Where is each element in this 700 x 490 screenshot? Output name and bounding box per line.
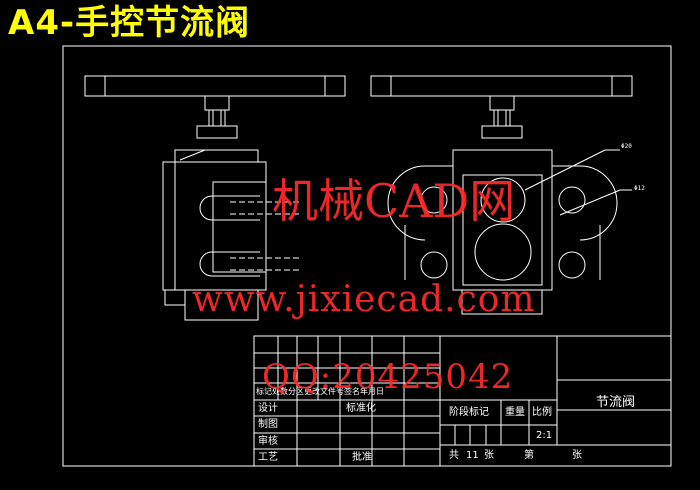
page-title: A4-手控节流阀 bbox=[8, 3, 251, 43]
approve-label: 批准 bbox=[352, 452, 372, 463]
standardization-label: 标准化 bbox=[346, 403, 376, 414]
dimension-label: Φ20 bbox=[621, 143, 632, 150]
side-view bbox=[84, 75, 346, 321]
total-count: 11 bbox=[466, 450, 479, 461]
title-block-row-header: 标记处数分区更改文件号签名年月日 bbox=[256, 387, 384, 396]
total-label: 共 bbox=[449, 450, 459, 461]
review-label: 审核 bbox=[258, 436, 278, 447]
scale-value: 2:1 bbox=[536, 430, 553, 441]
sheets-label-2: 张 bbox=[572, 450, 582, 461]
sheets-label: 张 bbox=[484, 450, 494, 461]
drawing-name: 节流阀 bbox=[596, 395, 636, 410]
designer-label: 设计 bbox=[258, 403, 278, 414]
watermark-site-name: 机械CAD网 bbox=[272, 174, 516, 228]
watermark-url: www.jixiecad.com bbox=[192, 279, 536, 320]
title-block-grid bbox=[253, 335, 672, 467]
process-label: 工艺 bbox=[258, 452, 278, 463]
weight-label: 重量 bbox=[505, 407, 525, 418]
sheet-no-label: 第 bbox=[524, 450, 534, 461]
dimension-label: Φ12 bbox=[634, 185, 645, 192]
scale-label: 比例 bbox=[532, 407, 552, 418]
watermark-qq: QQ:20425042 bbox=[262, 357, 514, 397]
front-view bbox=[370, 75, 633, 315]
drafting-label: 制图 bbox=[258, 419, 278, 430]
stage-mark-label: 阶段标记 bbox=[449, 407, 489, 418]
